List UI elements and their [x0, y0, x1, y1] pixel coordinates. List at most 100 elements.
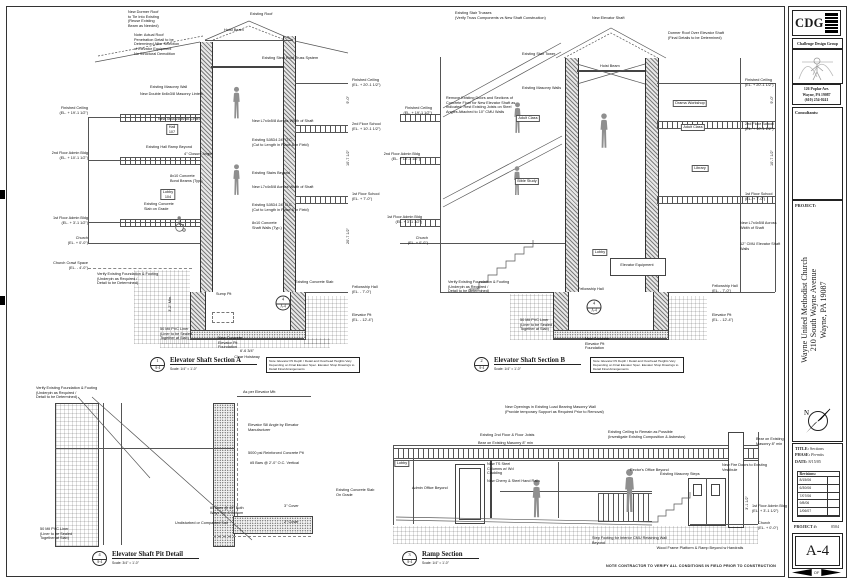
firm-sketch-image [792, 49, 843, 84]
sheet-reference: A-4 [96, 559, 103, 564]
line-path [442, 42, 562, 109]
person-figure [514, 102, 521, 133]
main-drawing-frame [6, 6, 785, 577]
floor-line [440, 292, 553, 293]
person-figure [625, 468, 634, 512]
logo-stripes-icon [825, 12, 838, 33]
baluster-band [598, 493, 652, 522]
earth-hatch [304, 296, 348, 344]
earth-hatch [510, 294, 553, 340]
title-row: TITLE: Sections [795, 446, 840, 451]
floor-line [304, 292, 348, 293]
door-window [711, 484, 720, 496]
hoist-beam-line [577, 70, 645, 72]
title-value: Sections [809, 445, 824, 451]
earth-hatch [667, 296, 707, 340]
person-figure [600, 113, 608, 148]
figure-sketch-icon [798, 57, 834, 81]
binding-mark [0, 190, 5, 199]
drawing-number: 4 [93, 552, 106, 560]
joist-band [120, 157, 200, 165]
sheet-number-box: A-4 [792, 533, 843, 569]
date-row: DATE: 8/15/05 [795, 459, 840, 464]
wall-line [393, 445, 394, 525]
revisions-label: Revisions: [798, 472, 839, 477]
drawing-scale: Scale: 1/4" = 1'-0" [494, 366, 521, 371]
shaft-wall-hatch [283, 36, 296, 292]
sheet-reference: A-4 [406, 559, 413, 564]
firm-address: 126 Poplar Ave.Wayne, PA 19087(610) 254-… [792, 84, 841, 105]
drawing-number: 1 [151, 358, 164, 366]
firm-logo: CDG [792, 10, 841, 36]
wall-line [88, 117, 89, 243]
floor-line [88, 222, 200, 223]
address-lines: 126 Poplar Ave.Wayne, PA 19087(610) 254-… [793, 87, 840, 104]
shaft-wall-hatch [565, 58, 579, 292]
logo-text: CDG [795, 15, 824, 30]
project-number-value: 0504 [831, 524, 839, 529]
floor-line [400, 243, 565, 244]
pit-interior [567, 292, 653, 330]
roof-line [205, 40, 293, 41]
stair-tower-wall [440, 57, 441, 292]
person-figure [233, 164, 240, 195]
stair-steps-path [469, 240, 534, 292]
door-mullion [706, 478, 707, 524]
projline: 210 South Wayne Avenue [809, 268, 819, 352]
sheet-of-bar: OF [792, 569, 841, 576]
wall-line [121, 403, 122, 545]
floor-line [88, 160, 200, 161]
sump-pit-outline [212, 312, 234, 323]
drawing-scale: Scale: 1/4" = 1'-0" [170, 366, 197, 371]
drawing-title-pit-detail: 4 A-4 Elevator Shaft Pit Detail Scale: 3… [92, 551, 200, 566]
revrow: 6/30/06 [798, 484, 839, 493]
title-label: TITLE: [795, 445, 809, 451]
wall-line [413, 452, 414, 524]
title-block: CDG Challenge Design Group 126 Poplar Av… [788, 6, 847, 578]
contractor-note: NOTE CONTRACTOR TO VERIFY ALL CONDITIONS… [606, 564, 777, 568]
drawing-title: Elevator Shaft Section A [170, 357, 258, 365]
drawing-title: Elevator Shaft Pit Detail [112, 551, 200, 559]
sheet-reference: A-4 [154, 365, 161, 370]
projline: Wayne United Methodist Church [799, 257, 809, 363]
phase-value: Permits [811, 452, 824, 458]
ceiling-line [393, 460, 758, 461]
revrow: 1/06/07 [798, 508, 839, 516]
door-window [693, 484, 702, 496]
consultants-label: Consultants: [795, 109, 819, 115]
joist-band [400, 219, 440, 227]
joist-band [295, 125, 348, 133]
line-path [442, 51, 562, 118]
stair-steps-path [652, 492, 691, 523]
pit-wall-hatch [190, 292, 206, 330]
drawing-number: 3 [403, 552, 416, 560]
wheelchair-figure [175, 216, 186, 232]
pit-slab [553, 330, 669, 340]
leader-path [77, 396, 151, 479]
project-number-row: PROJECT #: 0504 [792, 523, 841, 531]
wall-line [758, 432, 759, 524]
line-path [555, 27, 667, 59]
ramp-slope-path [395, 519, 653, 526]
joist-band [657, 121, 775, 129]
detail-reference-bubble: 2 A-4 [474, 357, 489, 372]
pit-wall-hatch [653, 292, 669, 330]
revrow: 9/8/06 [798, 500, 839, 509]
drawing-scale: Scale: 3/4" = 1'-0" [112, 560, 139, 565]
line-path [442, 143, 563, 208]
floor-line [88, 117, 200, 118]
sheet-reference: A-4 [478, 365, 485, 370]
line-path [212, 25, 286, 41]
wall-line [103, 403, 104, 545]
floor-line [88, 243, 200, 244]
joist-band [400, 157, 440, 165]
person-figure [233, 86, 240, 119]
elevator-equipment-box [610, 258, 666, 276]
door-panel [459, 468, 481, 520]
earth-hatch [393, 526, 758, 544]
